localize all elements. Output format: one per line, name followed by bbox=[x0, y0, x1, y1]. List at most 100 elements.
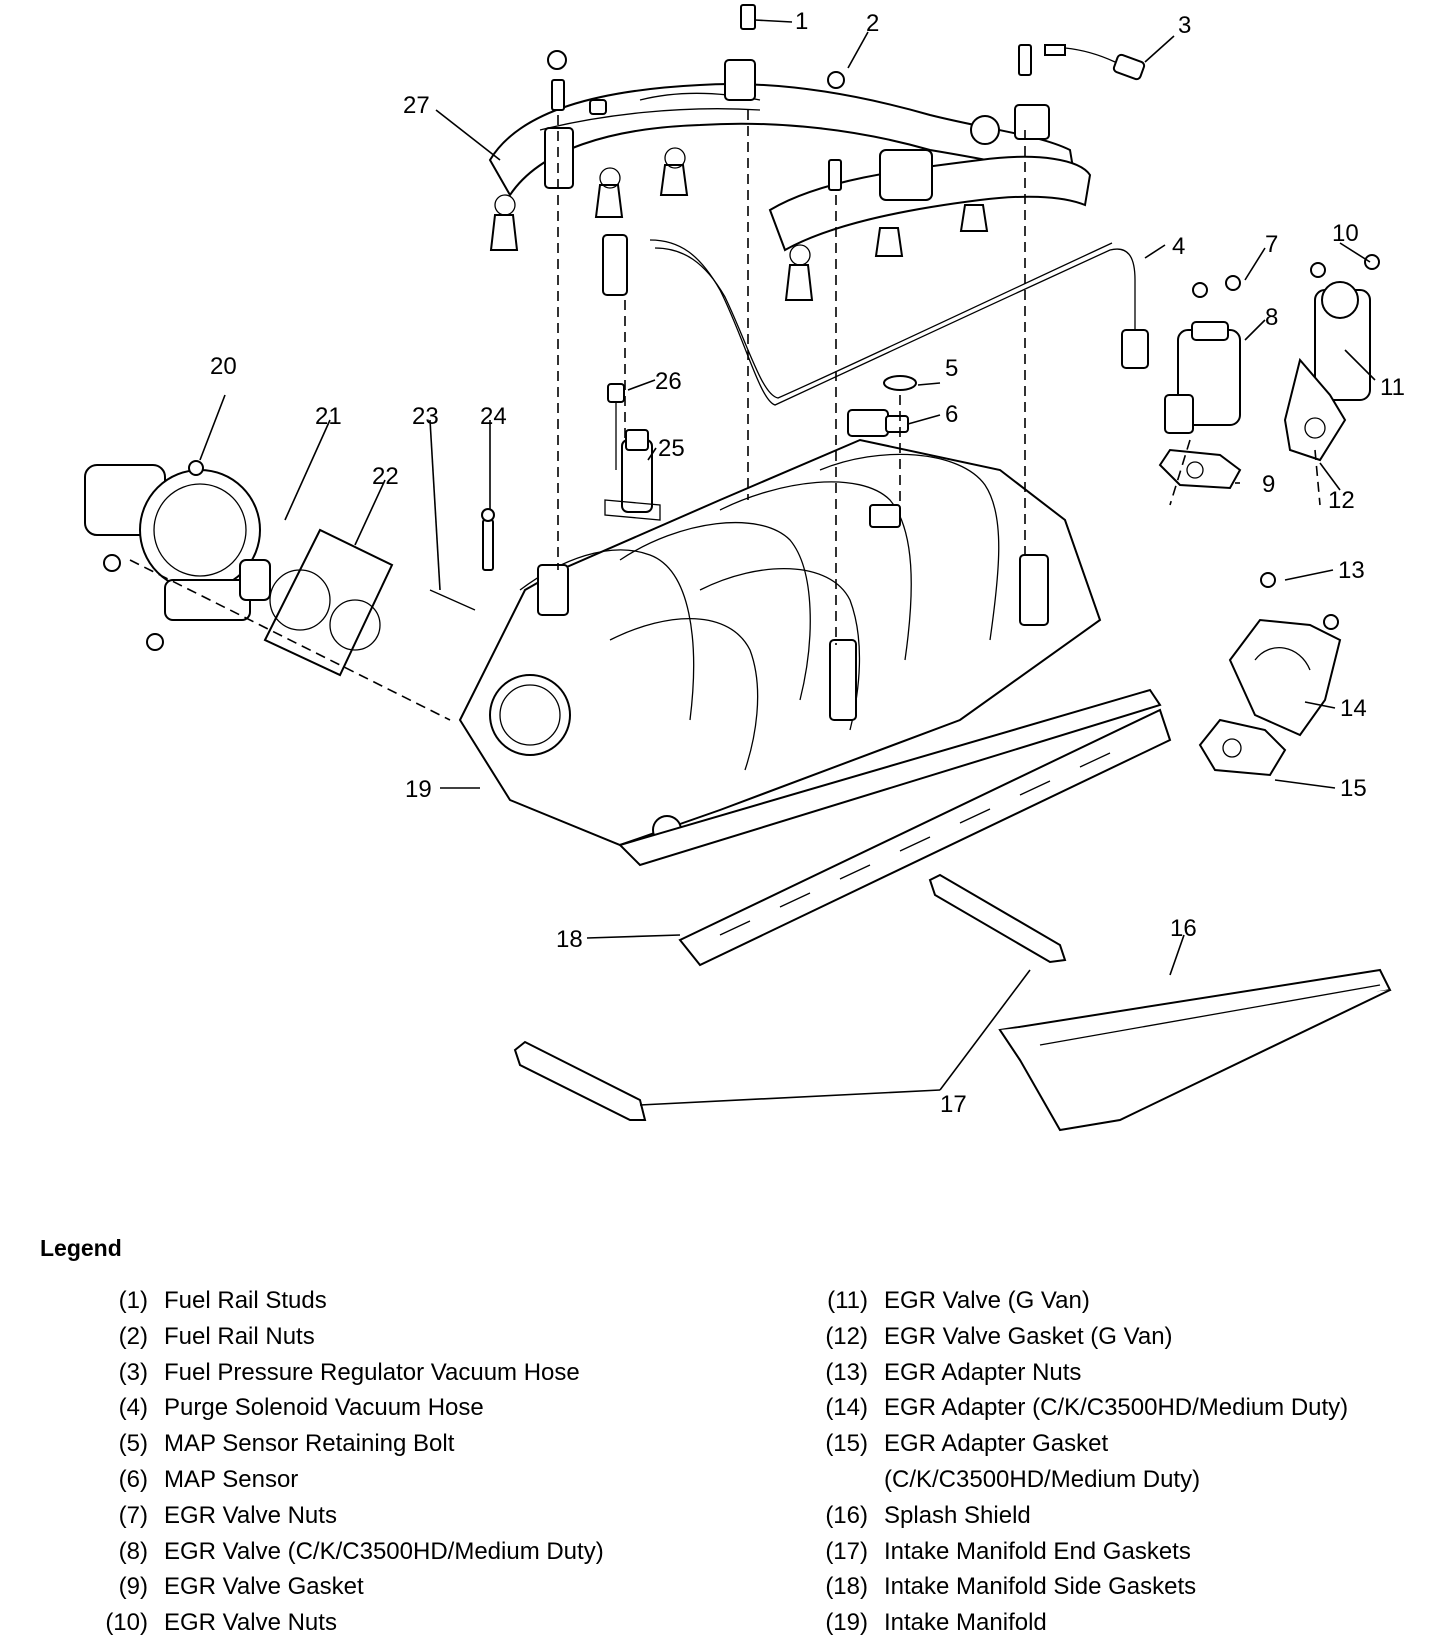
exploded-view-diagram: 1 2 3 4 5 6 7 8 9 10 11 12 13 14 15 16 1… bbox=[84, 4, 1405, 1132]
callout-20: 20 bbox=[210, 353, 237, 380]
legend-item: (3) Fuel Pressure Regulator Vacuum Hose bbox=[80, 1355, 604, 1391]
legend-item: (16) Splash Shield bbox=[800, 1498, 1348, 1534]
legend-text: Intake Manifold bbox=[884, 1609, 1047, 1637]
throttle-body-gasket bbox=[263, 528, 394, 677]
legend-text: EGR Valve Gasket bbox=[164, 1573, 364, 1601]
purge-solenoid bbox=[604, 383, 661, 521]
callout-10: 10 bbox=[1332, 220, 1359, 247]
legend-item: (17) Intake Manifold End Gaskets bbox=[800, 1534, 1348, 1570]
callout-11: 11 bbox=[1380, 374, 1405, 401]
legend-item: (15)EGR Adapter Gasket(C/K/C3500HD/Mediu… bbox=[800, 1426, 1348, 1498]
intake-manifold-end-gaskets bbox=[513, 873, 1067, 1121]
legend-num: (16) bbox=[825, 1501, 868, 1529]
legend-column-left: (1) Fuel Rail Studs (2)Fuel Rail Nuts (3)… bbox=[80, 1283, 604, 1641]
callout-27: 27 bbox=[403, 92, 430, 119]
callout-23: 23 bbox=[412, 403, 439, 430]
throttle-body bbox=[84, 460, 271, 651]
callout-5: 5 bbox=[945, 355, 958, 382]
legend-num: (9) bbox=[118, 1573, 148, 1601]
egr-valve-gvan bbox=[1283, 254, 1380, 462]
callout-18: 18 bbox=[556, 926, 583, 953]
legend-text-line1: EGR Adapter Gasket bbox=[884, 1430, 1109, 1458]
callout-7: 7 bbox=[1265, 231, 1278, 258]
callout-6: 6 bbox=[945, 401, 958, 428]
callout-8: 8 bbox=[1265, 304, 1278, 331]
legend-text: EGR Adapter Gasket (C/K/C3500HD/Medium Du… bbox=[884, 1426, 1200, 1498]
legend-num: (1) bbox=[118, 1287, 148, 1314]
callout-2: 2 bbox=[866, 10, 879, 37]
callout-26: 26 bbox=[655, 368, 682, 395]
legend-num: (12) bbox=[825, 1322, 868, 1350]
callout-3: 3 bbox=[1178, 12, 1191, 39]
legend-num: (11) bbox=[827, 1287, 868, 1314]
legend-num: (8) bbox=[118, 1537, 148, 1565]
legend-item: (10) EGR Valve Nuts bbox=[80, 1605, 604, 1641]
legend-text: EGR Valve (G Van) bbox=[884, 1287, 1090, 1314]
legend-text-line2: (C/K/C3500HD/Medium Duty) bbox=[884, 1465, 1201, 1493]
legend-num: (3) bbox=[118, 1358, 148, 1386]
legend-item: (14)EGR Adapter (C/K/C3500HD/Medium Duty… bbox=[800, 1390, 1348, 1426]
legend-num: (17) bbox=[825, 1537, 868, 1565]
legend-text: EGR Valve Nuts bbox=[164, 1501, 337, 1529]
legend-item: (11) EGR Valve (G Van) bbox=[800, 1283, 1348, 1319]
legend-item: (9) EGR Valve Gasket bbox=[80, 1569, 604, 1605]
alignment-lines bbox=[129, 110, 1321, 721]
map-sensor bbox=[847, 375, 917, 437]
callout-16: 16 bbox=[1170, 915, 1197, 942]
legend-num: (13) bbox=[825, 1358, 868, 1386]
intake-manifold-side-gasket bbox=[678, 708, 1172, 967]
legend-text: Fuel Rail Nuts bbox=[164, 1322, 315, 1350]
legend-num: (19) bbox=[825, 1609, 868, 1637]
fuel-rail-assembly bbox=[488, 59, 1092, 301]
callout-17: 17 bbox=[940, 1091, 967, 1118]
legend-text: EGR Valve Gasket (G Van) bbox=[884, 1322, 1173, 1350]
legend-num: (7) bbox=[118, 1501, 148, 1529]
legend-text: Intake Manifold Side Gaskets bbox=[884, 1573, 1197, 1601]
purge-solenoid-hose bbox=[602, 234, 1149, 406]
callout-4: 4 bbox=[1172, 233, 1185, 260]
legend-num: (6) bbox=[118, 1465, 148, 1493]
legend-item: (12) EGR Valve Gasket (G Van) bbox=[800, 1319, 1348, 1355]
legend-text: EGR Adapter (C/K/C3500HD/Medium Duty) bbox=[884, 1394, 1349, 1422]
splash-shield bbox=[998, 968, 1392, 1132]
legend-num: (5) bbox=[118, 1430, 148, 1458]
fpr-vacuum-hose bbox=[1044, 44, 1146, 81]
callout-13: 13 bbox=[1338, 557, 1365, 584]
callout-14: 14 bbox=[1340, 695, 1367, 722]
callout-numbers: 1 2 3 4 5 6 7 8 9 10 11 12 13 14 15 16 1… bbox=[210, 8, 1405, 1118]
fuel-rail-studs bbox=[547, 4, 1032, 191]
legend-text: MAP Sensor bbox=[164, 1465, 299, 1493]
legend-text: EGR Adapter Nuts bbox=[884, 1358, 1082, 1386]
legend-item: (18) Intake Manifold Side Gaskets bbox=[800, 1569, 1348, 1605]
legend-text: Fuel Rail Studs bbox=[164, 1287, 327, 1314]
legend-item: (8) EGR Valve (C/K/C3500HD/Medium Duty) bbox=[80, 1534, 604, 1570]
legend-text: MAP Sensor Retaining Bolt bbox=[164, 1430, 455, 1458]
egr-adapter bbox=[1198, 572, 1342, 777]
legend-text: Intake Manifold End Gaskets bbox=[884, 1537, 1191, 1565]
legend-num: (18) bbox=[825, 1573, 868, 1601]
legend-text: Splash Shield bbox=[884, 1501, 1031, 1529]
egr-valve-ck bbox=[1158, 275, 1242, 490]
legend-item: (2)Fuel Rail Nuts bbox=[80, 1319, 604, 1355]
legend-item: (4)Purge Solenoid Vacuum Hose bbox=[80, 1390, 604, 1426]
legend-title: Legend bbox=[40, 1235, 122, 1261]
legend-num: (10) bbox=[105, 1609, 148, 1637]
legend-item: (6) MAP Sensor bbox=[80, 1462, 604, 1498]
callout-24: 24 bbox=[480, 403, 507, 430]
throttle-body-studs bbox=[429, 508, 495, 611]
legend-text: EGR Valve (C/K/C3500HD/Medium Duty) bbox=[164, 1537, 604, 1565]
legend-column-right: (11) EGR Valve (G Van) (12) EGR Valve Gask… bbox=[800, 1283, 1348, 1641]
intake-manifold bbox=[458, 438, 1162, 867]
leader-lines bbox=[199, 19, 1376, 1106]
legend-item: (5) MAP Sensor Retaining Bolt bbox=[80, 1426, 604, 1462]
legend-item: (13) EGR Adapter Nuts bbox=[800, 1355, 1348, 1391]
legend-text: EGR Valve Nuts bbox=[164, 1609, 337, 1637]
callout-21: 21 bbox=[315, 403, 342, 430]
callout-12: 12 bbox=[1328, 487, 1355, 514]
callout-19: 19 bbox=[405, 776, 432, 803]
callout-22: 22 bbox=[372, 463, 399, 490]
legend-text: Purge Solenoid Vacuum Hose bbox=[164, 1394, 484, 1422]
callout-15: 15 bbox=[1340, 775, 1367, 802]
legend-text: Fuel Pressure Regulator Vacuum Hose bbox=[164, 1358, 580, 1386]
callout-25: 25 bbox=[658, 435, 685, 462]
